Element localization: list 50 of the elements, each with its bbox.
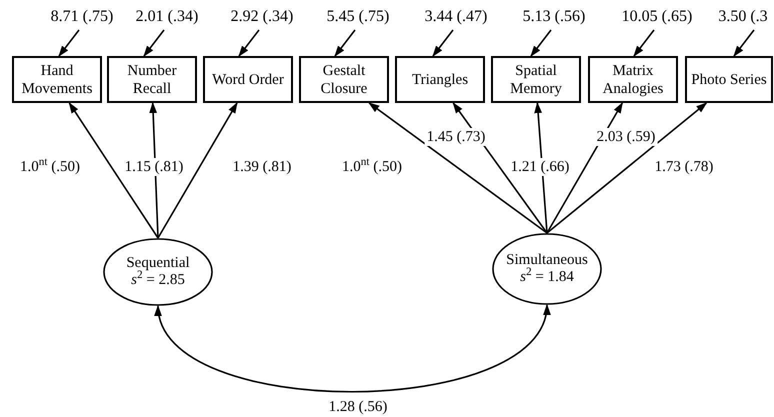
covariance-arrow [157,304,548,392]
error-variance-label: 8.71 (.75) [45,6,119,28]
edge-label: 1.15 (.81) [122,158,186,176]
error-variance-label: 10.05 (.65) [617,6,697,28]
edge-label: 1.45 (.73) [424,128,488,146]
edge-label: 1.28 (.56) [326,398,390,416]
arrow [432,30,454,57]
variable-name: Matrix Analogies [602,62,664,98]
arrow [733,30,755,57]
edge-label: 2.03 (.59) [594,128,658,146]
variable-box [12,56,102,103]
arrow [157,102,238,238]
arrow [530,30,552,57]
variable-box [107,56,197,103]
variable-name: Hand Movements [20,62,94,98]
factor-name: Sequential [126,255,190,271]
variable-box [685,56,773,103]
variable-box [395,56,485,103]
arrow [238,30,260,57]
edge-label: 1.21 (.66) [508,158,572,176]
variable-box [491,56,581,103]
variable-name: Number Recall [126,62,178,98]
arrow [58,30,80,57]
variable-box [299,56,389,103]
variable-name: Triangles [412,70,468,88]
arrow [143,30,165,57]
error-variance-label: 3.50 (.3 [712,6,774,28]
edge-label: 1.0$^{nt}$ (.50) [18,158,82,176]
arrow [633,30,655,57]
variable-name: Word Order [212,70,284,88]
variable-name: Spatial Memory [509,62,563,98]
variable-name: Photo Series [691,70,767,88]
error-variance-label: 3.44 (.47) [419,6,493,28]
arrow [68,102,159,238]
variance-label: s$^{2}$ = 1.84 [520,269,574,286]
arrow [334,30,356,57]
edge-label: 1.39 (.81) [230,158,294,176]
arrow [368,102,548,234]
error-variance-label: 2.01 (.34) [130,6,204,28]
error-variance-label: 2.92 (.34) [225,6,299,28]
variable-box [203,56,293,103]
factor-name: Simultaneous [506,252,588,268]
error-variance-label: 5.45 (.75) [321,6,395,28]
variable-name: Gestalt Closure [320,62,368,98]
edge-label: 1.73 (.78) [652,158,716,176]
error-variance-label: 5.13 (.56) [517,6,591,28]
variable-box [588,56,678,103]
variance-label: s$^{2}$ = 2.85 [131,272,185,289]
arrow [546,102,708,234]
edge-label: 1.0$^{nt}$ (.50) [340,158,404,176]
